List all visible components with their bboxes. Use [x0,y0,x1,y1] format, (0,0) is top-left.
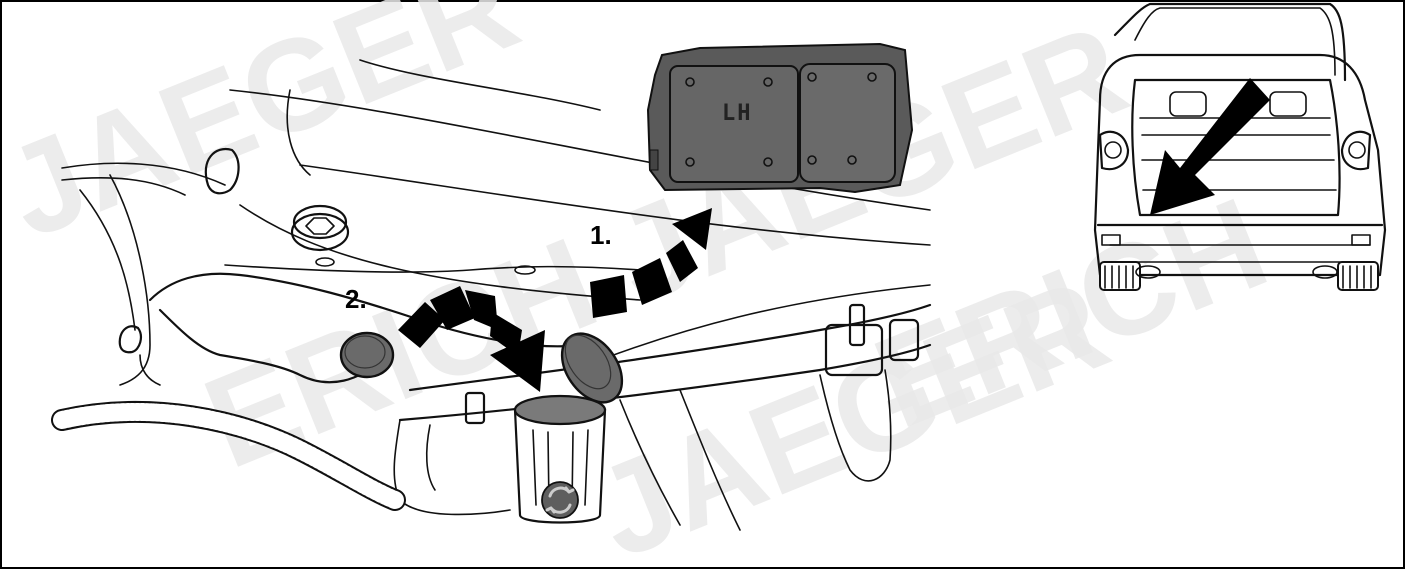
step-2-label: 2. [345,284,367,314]
recycle-bin-icon [513,394,607,524]
lh-cover-panel: LH [646,42,914,194]
cover-marking-label: LH [722,101,753,126]
location-arrow-icon [1150,78,1270,215]
step-1-label: 1. [590,220,612,250]
arrow-step-2 [398,286,545,392]
hex-bolt-icon [290,204,536,275]
vehicle-rear-view-inset [1093,2,1387,291]
plug-removed [560,332,624,404]
plug-on-floor [339,331,395,379]
dashed-arrow-icon [398,208,712,392]
arrow-step-1 [590,208,712,318]
